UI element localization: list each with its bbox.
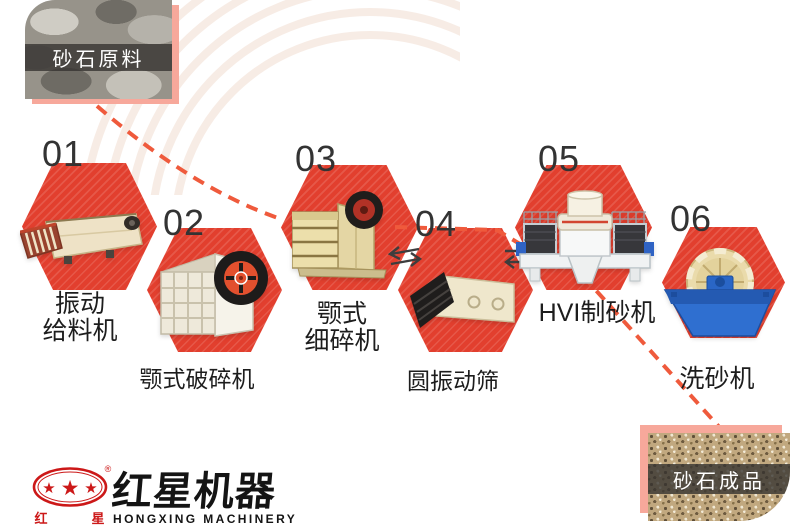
logo-emblem-icon: ★ ★ ★ 红 星 ® — [32, 464, 112, 526]
star-icon: ★ — [61, 477, 80, 500]
sand-washer-image — [663, 248, 777, 337]
brand-name-en: HONGXING MACHINERY — [113, 512, 298, 526]
vibrating-feeder-image — [20, 213, 143, 264]
brand-name-cn: 红星机器 — [110, 470, 278, 514]
label-line: HVI制砂机 — [538, 299, 656, 327]
emblem-char-right: 星 — [91, 511, 104, 526]
step-05-number: 05 — [538, 138, 581, 179]
emblem-char-left: 红 — [34, 511, 47, 526]
registered-mark: ® — [105, 464, 112, 474]
step-06-label: 洗砂机 — [652, 366, 782, 393]
label-line: 颚式破碎机 — [139, 366, 255, 392]
star-icon: ★ — [84, 480, 97, 497]
hongxing-logo: ★ ★ ★ 红 星 ® 红星机器 HONGXING MACHINERY — [28, 458, 308, 530]
step-03-number: 03 — [295, 138, 338, 179]
label-line: 振动 — [54, 290, 105, 318]
step-04-label: 圆振动筛 — [386, 369, 520, 394]
product-caption: 砂石成品 — [648, 464, 790, 494]
label-line: 颚式 — [316, 300, 367, 328]
hvi-sand-maker-image — [516, 190, 654, 284]
step-06-number: 06 — [670, 198, 713, 239]
step-04-number: 04 — [415, 203, 458, 244]
product-photo: 砂石成品 — [648, 433, 790, 521]
step-01-label: 振动 给料机 — [15, 291, 145, 345]
jaw-fine-crusher-image — [292, 191, 387, 279]
star-icon: ★ — [42, 480, 55, 497]
step-01-number: 01 — [42, 133, 85, 174]
step-05-label: HVI制砂机 — [522, 300, 672, 327]
raw-material-photo: 砂石原料 — [25, 0, 172, 99]
step-03-label: 颚式 细碎机 — [277, 301, 407, 355]
label-line: 圆振动筛 — [407, 368, 499, 394]
raw-material-caption: 砂石原料 — [25, 44, 172, 71]
step-02-number: 02 — [163, 202, 206, 243]
circular-vibrating-screen-image — [410, 272, 515, 328]
label-line: 给料机 — [42, 317, 118, 345]
label-line: 洗砂机 — [679, 365, 755, 393]
jaw-crusher-image — [160, 251, 268, 337]
step-02-label: 颚式破碎机 — [127, 367, 267, 392]
label-line: 细碎机 — [304, 327, 380, 355]
